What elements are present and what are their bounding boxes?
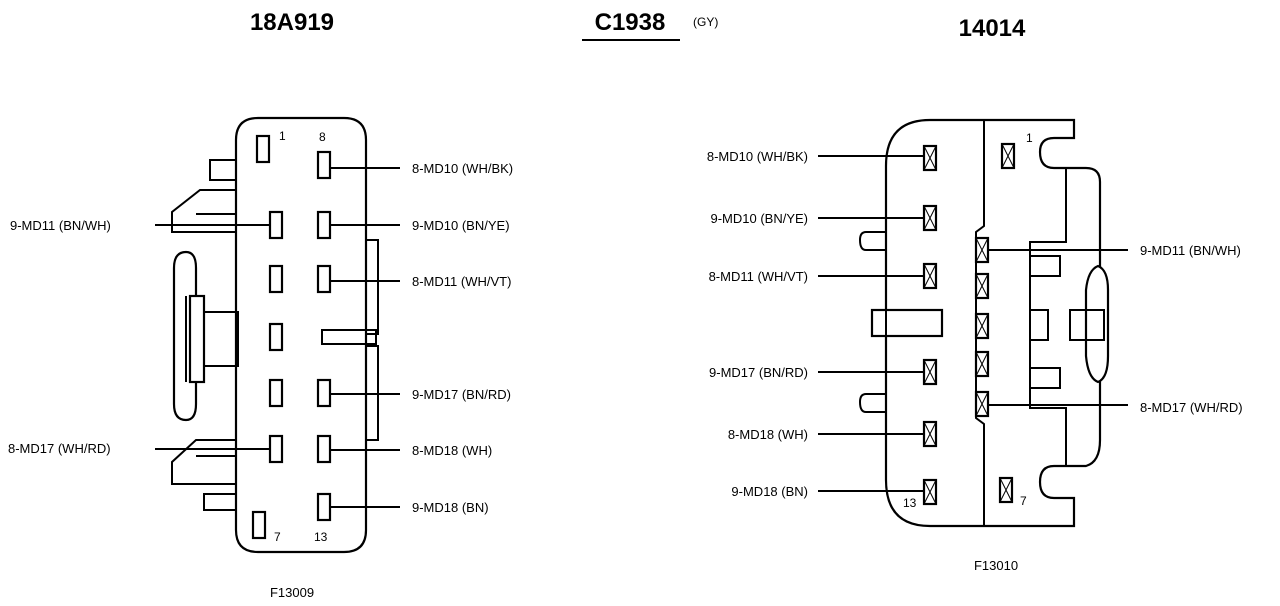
left-cavity-3 [268, 264, 284, 294]
right-cavity-7 [998, 476, 1014, 504]
right-tab-upper [858, 231, 886, 251]
left-label-bn: 9-MD18 (BN) [412, 500, 489, 515]
left-label-bn-rd: 9-MD17 (BN/RD) [412, 387, 511, 402]
right-cavity-8 [922, 144, 938, 172]
left-cavity-2 [268, 210, 284, 240]
left-cavity-12 [316, 434, 332, 464]
right-label-wh-rd: 8-MD17 (WH/RD) [1140, 400, 1243, 415]
left-label-wh-vt: 8-MD11 (WH/VT) [412, 274, 511, 289]
right-cavity-12 [922, 420, 938, 448]
right-figure-id: F13010 [974, 558, 1018, 573]
right-pin-number-1: 1 [1026, 131, 1033, 145]
right-tab-lower [858, 393, 886, 413]
left-cavity-11 [316, 378, 332, 408]
left-cavity-4 [268, 322, 284, 352]
right-label-bn-wh: 9-MD11 (BN/WH) [1140, 243, 1241, 258]
connector-id: C1938 [595, 9, 666, 36]
right-cavity-5 [974, 350, 990, 378]
left-wing-upper [171, 189, 236, 233]
left-latch-top [209, 159, 236, 181]
left-cavity-9 [316, 210, 332, 240]
left-pin-number-7: 7 [274, 530, 281, 544]
left-cavity-5 [268, 378, 284, 408]
right-label-bn: 9-MD18 (BN) [731, 484, 808, 499]
left-label-bn-wh: 9-MD11 (BN/WH) [10, 218, 111, 233]
right-lever [1084, 264, 1110, 384]
right-label-wh-bk: 8-MD10 (WH/BK) [707, 149, 808, 164]
left-pin-number-8: 8 [319, 130, 326, 144]
right-connector-body [884, 118, 1102, 528]
left-key-tab [321, 329, 377, 345]
right-cavity-2 [974, 236, 990, 264]
right-part-number: 14014 [959, 15, 1026, 42]
right-pin-number-13: 13 [903, 496, 917, 510]
left-latch-bottom [203, 493, 236, 511]
right-cavity-13 [922, 478, 938, 506]
right-label-wh-vt: 8-MD11 (WH/VT) [709, 269, 808, 284]
left-cavity-1 [255, 134, 271, 164]
right-cavity-9 [922, 204, 938, 232]
connector-color: (GY) [693, 15, 718, 29]
left-cavity-6 [268, 434, 284, 464]
left-cavity-7 [251, 510, 267, 540]
right-key-tab [870, 308, 944, 338]
left-label-wh-rd: 8-MD17 (WH/RD) [8, 441, 111, 456]
right-label-bn-ye: 9-MD10 (BN/YE) [710, 211, 808, 226]
right-label-bn-rd: 9-MD17 (BN/RD) [709, 365, 808, 380]
left-pin-number-13: 13 [314, 530, 328, 544]
left-label-bn-ye: 9-MD10 (BN/YE) [412, 218, 510, 233]
left-figure-id: F13009 [270, 585, 314, 600]
left-connector: 1 8 7 13 8-MD10 (WH/BK) 9-MD10 (BN/YE) 8… [8, 116, 513, 600]
left-connector-body [234, 116, 368, 554]
left-wing-lower [171, 439, 236, 485]
right-cavity-4 [974, 312, 990, 340]
left-pin-number-1: 1 [279, 129, 286, 143]
left-part-number: 18A919 [250, 9, 334, 36]
right-cavity-3 [974, 272, 990, 300]
right-connector: 1 13 7 8-MD10 (WH/BK) 9-MD10 (BN/YE) 8-M… [707, 118, 1243, 573]
left-right-rail [366, 239, 379, 335]
right-cavity-6 [974, 390, 990, 418]
left-lever-hinge [188, 294, 206, 384]
right-label-wh: 8-MD18 (WH) [728, 427, 808, 442]
left-cavity-10 [316, 264, 332, 294]
right-cavity-10 [922, 262, 938, 290]
right-cavity-11 [922, 358, 938, 386]
left-cavity-8 [316, 150, 332, 180]
right-cavity-1 [1000, 142, 1016, 170]
right-pin-number-7: 7 [1020, 494, 1027, 508]
left-label-wh-bk: 8-MD10 (WH/BK) [412, 161, 513, 176]
left-cavity-13 [316, 492, 332, 522]
left-label-wh: 8-MD18 (WH) [412, 443, 492, 458]
